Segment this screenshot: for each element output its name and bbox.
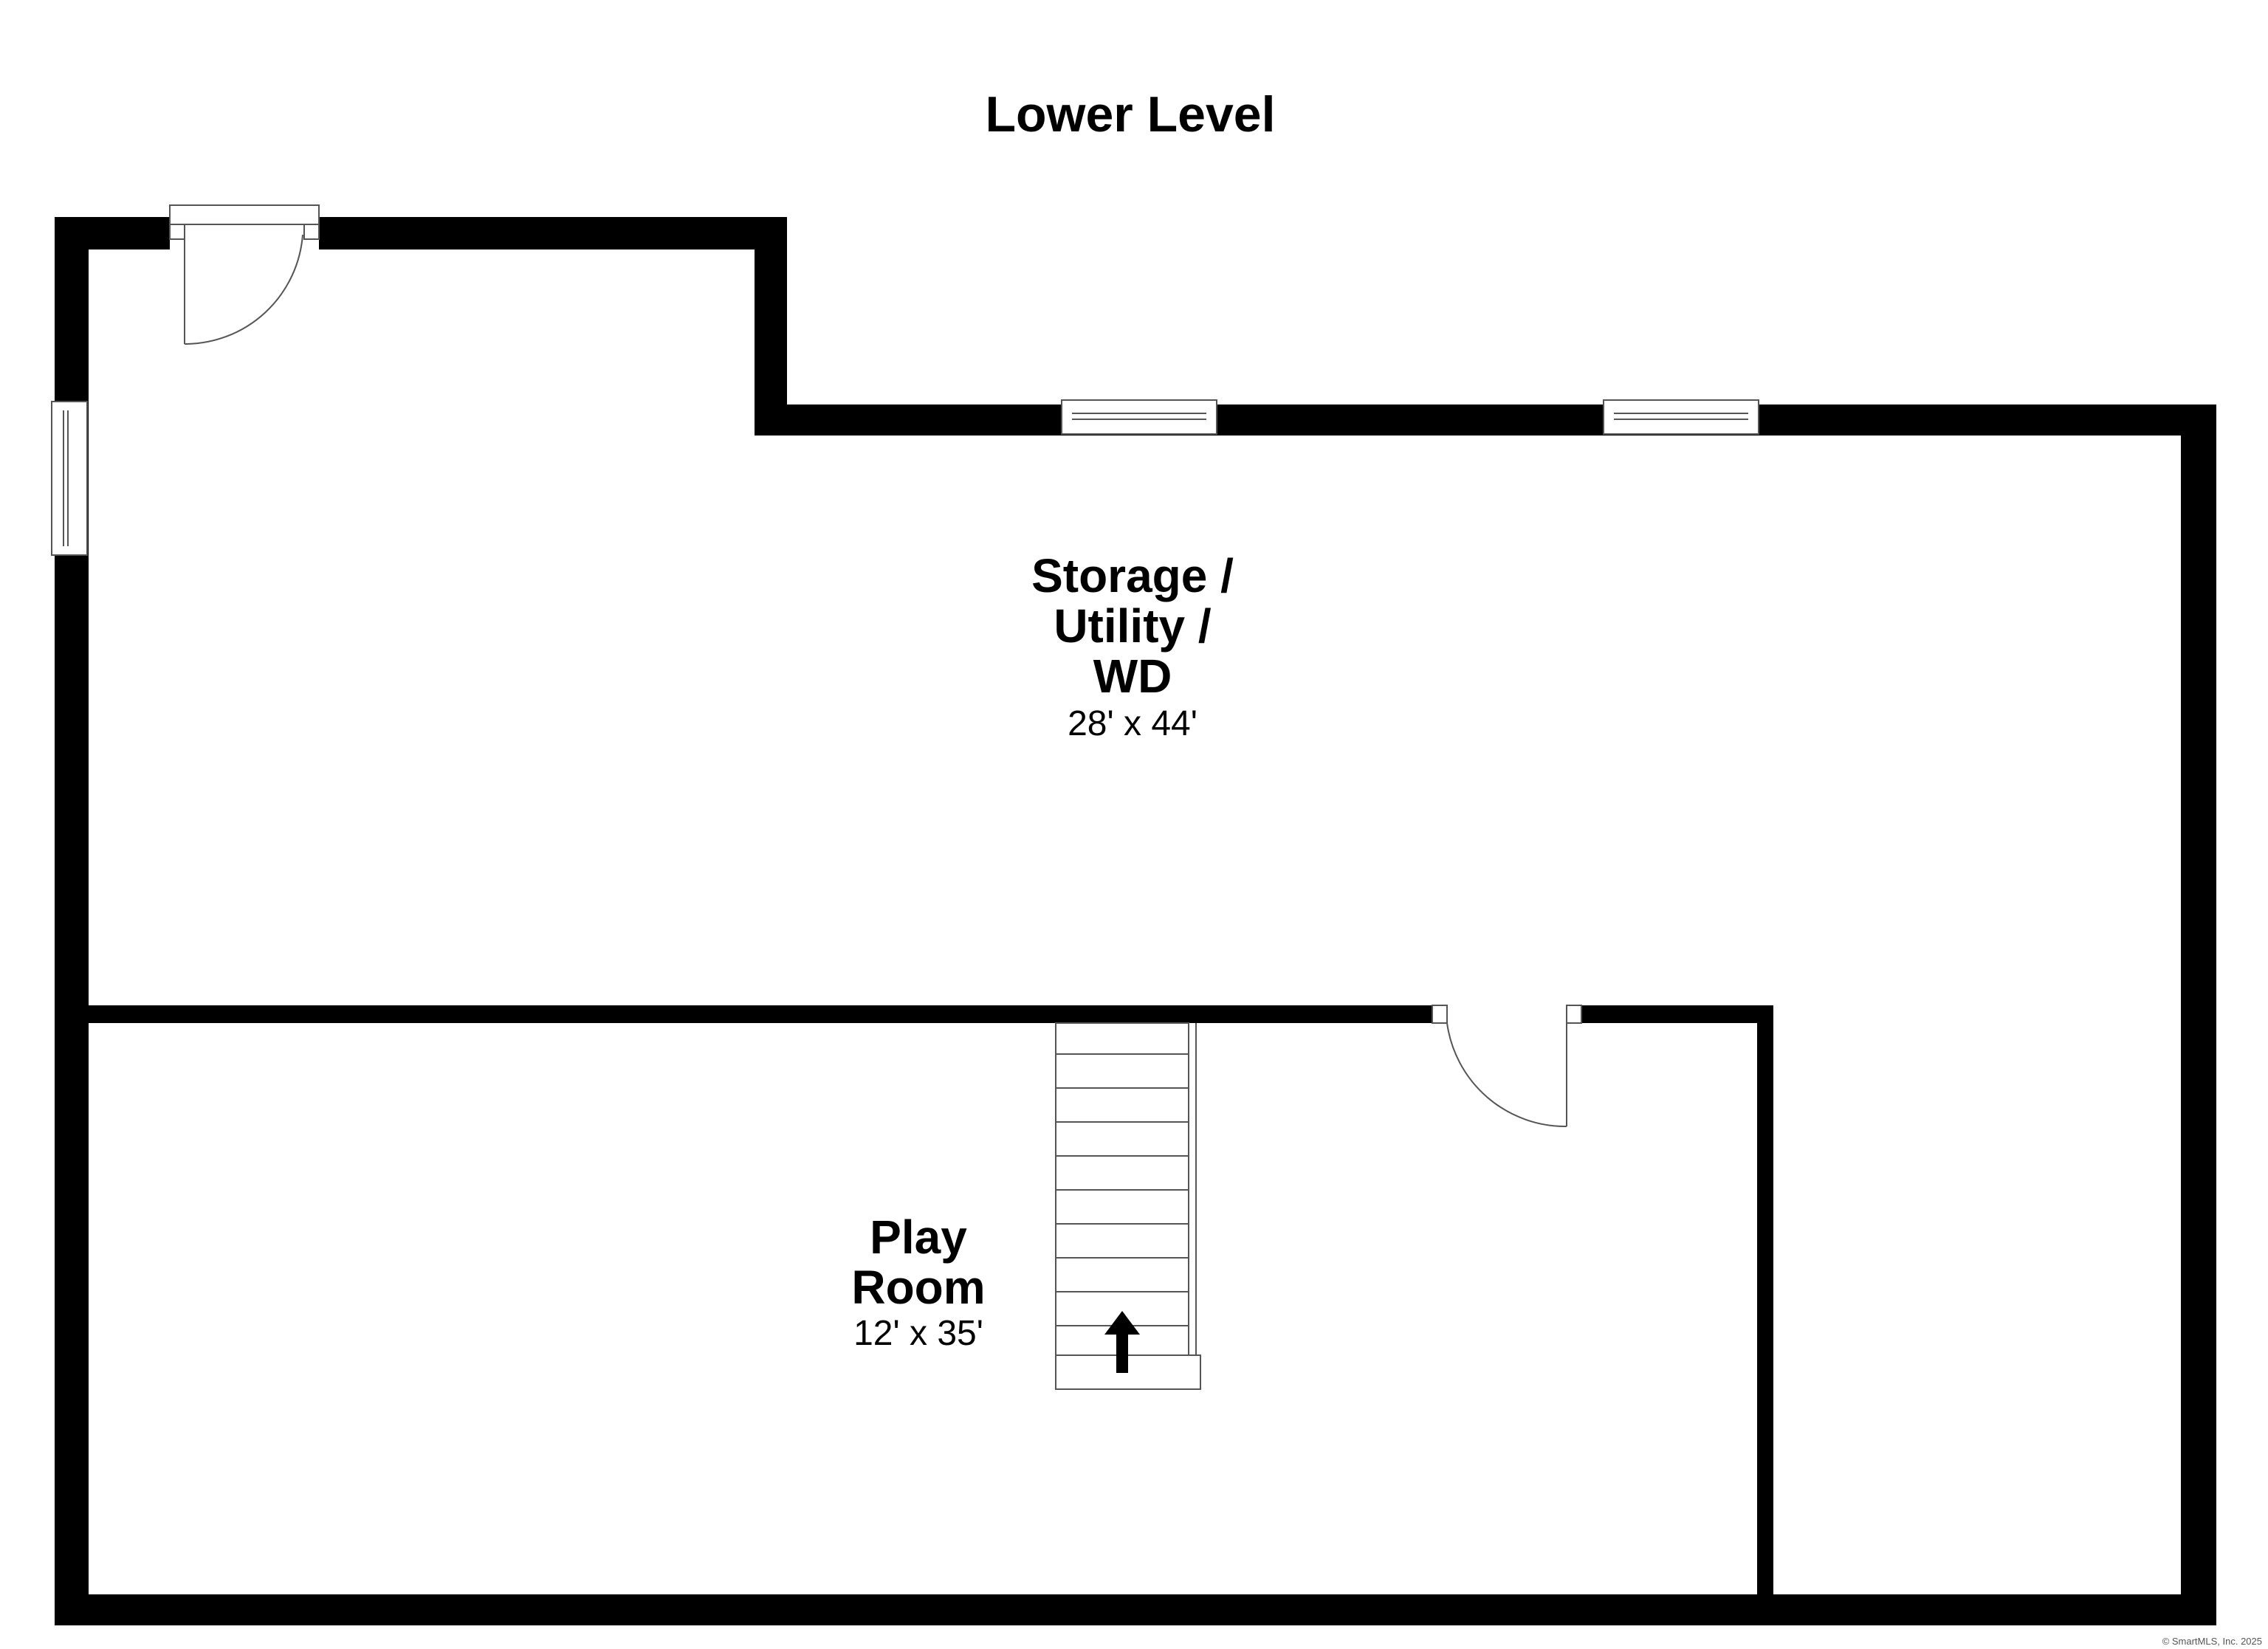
wall-top-left: [55, 217, 787, 249]
interior-walls: [55, 1005, 1773, 1596]
wall-interior-horizontal-left: [55, 1005, 1432, 1023]
interior-door: [1432, 1005, 1582, 1128]
wall-step: [755, 217, 787, 436]
window-top-2: [1603, 399, 1759, 435]
exterior-door: [169, 204, 320, 345]
wall-interior-horizontal-right: [1581, 1005, 1772, 1023]
room-label-storage: Storage / Utility / WD 28' x 44': [1031, 549, 1234, 743]
exterior-walls: [55, 217, 2216, 1625]
window-left: [51, 401, 88, 556]
room-name-line: Storage /: [1031, 549, 1234, 602]
room-dimensions: 28' x 44': [1068, 704, 1197, 743]
wall-interior-vertical: [1757, 1005, 1773, 1596]
stair-up-arrow-icon: [1104, 1311, 1140, 1373]
room-dimensions: 12' x 35': [853, 1314, 983, 1353]
room-name-line: Play: [870, 1211, 967, 1264]
room-label-play-room: Play Room 12' x 35': [851, 1211, 985, 1353]
room-name-line: WD: [1093, 650, 1172, 703]
copyright-credit: © SmartMLS, Inc. 2025: [2162, 1636, 2262, 1647]
wall-top-right: [755, 404, 2216, 436]
wall-bottom: [55, 1594, 2216, 1625]
floor-title: Lower Level: [985, 86, 1275, 142]
window-top-1: [1061, 399, 1217, 435]
room-name-line: Room: [851, 1261, 985, 1314]
room-name-line: Utility /: [1054, 599, 1212, 653]
wall-right: [2181, 404, 2216, 1625]
